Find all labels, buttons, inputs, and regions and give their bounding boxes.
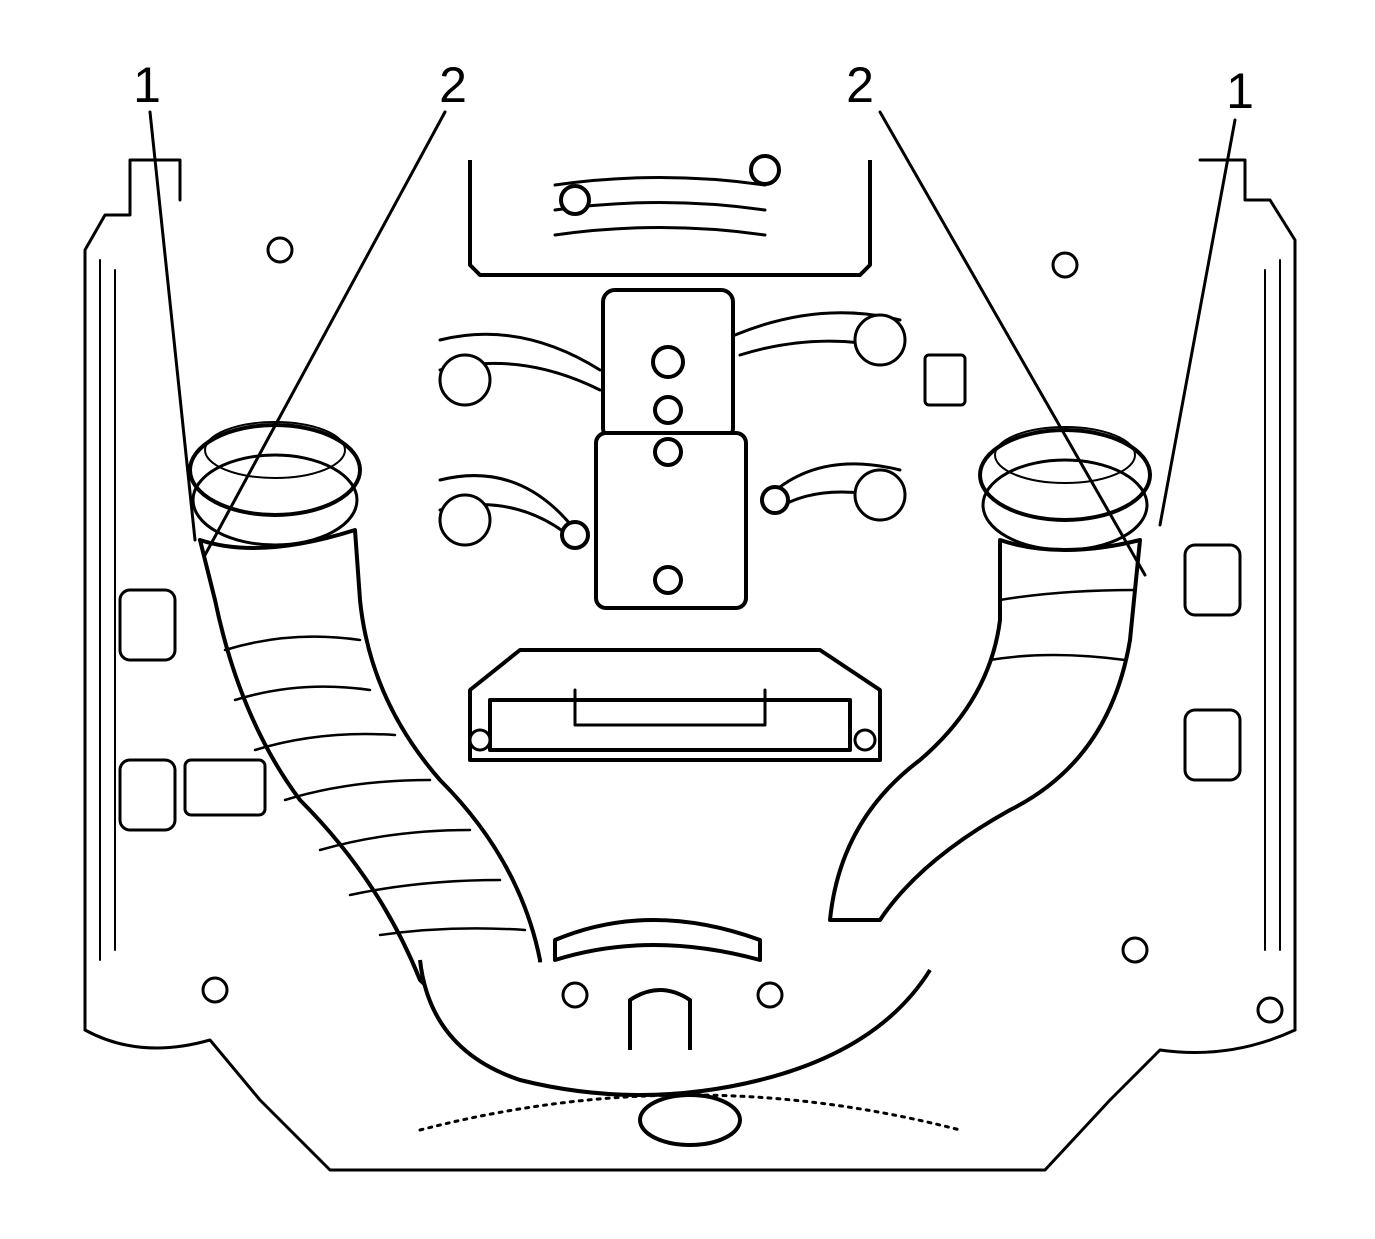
- engine-block: [83, 158, 1297, 1172]
- leader-line-1-right: [1158, 118, 1237, 527]
- callout-label-1-left: 1: [133, 57, 161, 113]
- leader-line-2-right: [878, 110, 1147, 577]
- lower-assembly: [418, 918, 962, 1147]
- callout-leader-lines: [148, 110, 1237, 577]
- callout-label-2-left: 2: [439, 57, 467, 113]
- left-exhaust-pipe: [188, 421, 542, 1014]
- callout-label-1-right: 1: [1226, 63, 1254, 119]
- leader-line-2-left: [203, 110, 447, 557]
- throttle-body: [468, 648, 882, 762]
- leader-line-1-left: [148, 110, 197, 542]
- callout-label-2-right: 2: [846, 57, 874, 113]
- right-exhaust-pipe: [828, 426, 1152, 922]
- side-components: [118, 353, 1284, 1024]
- intake-manifold: [266, 154, 1079, 610]
